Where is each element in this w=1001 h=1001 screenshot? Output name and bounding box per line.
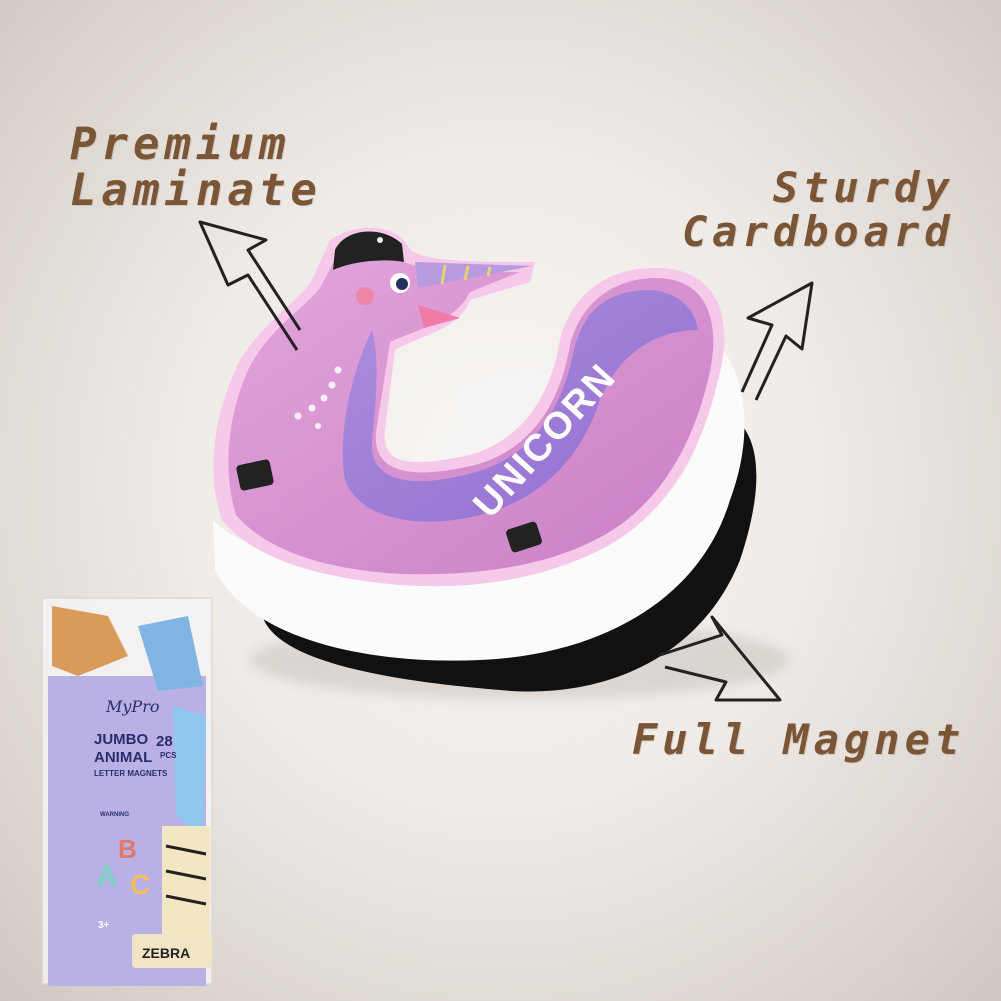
package-zebra-label: ZEBRA	[142, 945, 190, 961]
unicorn-cap	[333, 231, 404, 270]
callout-premium-laminate: Premium Laminate	[70, 119, 322, 217]
callout-line: Premium	[70, 119, 291, 170]
callout-sturdy-cardboard: Sturdy Cardboard	[682, 163, 955, 257]
product-package: MyPro JUMBO ANIMAL 28 PCS LETTER MAGNETS…	[38, 596, 218, 986]
callout-full-magnet: Full Magnet	[632, 715, 966, 764]
package-letter-c: C	[130, 869, 150, 900]
arrow-magnet	[659, 615, 782, 702]
unicorn-mouth	[418, 305, 460, 328]
magnet-peek	[52, 606, 128, 676]
hoof	[506, 521, 542, 553]
package-warning: WARNING	[100, 812, 129, 818]
cap-dot	[377, 237, 383, 243]
hoof	[236, 459, 274, 491]
zebra-label-badge	[132, 934, 212, 968]
callout-line: Cardboard	[682, 207, 955, 257]
package-letter-b: B	[118, 834, 137, 864]
magnet-peek	[138, 616, 203, 691]
package-age: 3+	[98, 920, 110, 931]
unicorn-cheek	[356, 287, 374, 305]
package-count: 28	[156, 733, 173, 750]
package-title-2: ANIMAL	[94, 749, 152, 766]
cardboard-edge	[450, 369, 560, 450]
arrows	[198, 220, 814, 702]
package-brand: MyPro	[105, 697, 159, 716]
callout-line: Laminate	[70, 165, 322, 217]
package-title-1: JUMBO	[94, 731, 149, 748]
arrow-sturdy	[740, 281, 814, 401]
body-dots	[294, 366, 342, 429]
package-letter-a: A	[96, 860, 118, 893]
package-count-unit: PCS	[160, 751, 177, 760]
letter-u-stripe	[342, 290, 698, 522]
package-subtitle: LETTER MAGNETS	[94, 769, 168, 778]
callout-line: Sturdy	[772, 163, 955, 212]
zebra-magnet	[162, 826, 210, 946]
arrow-premium	[198, 220, 302, 351]
magnet-peek	[173, 706, 206, 836]
